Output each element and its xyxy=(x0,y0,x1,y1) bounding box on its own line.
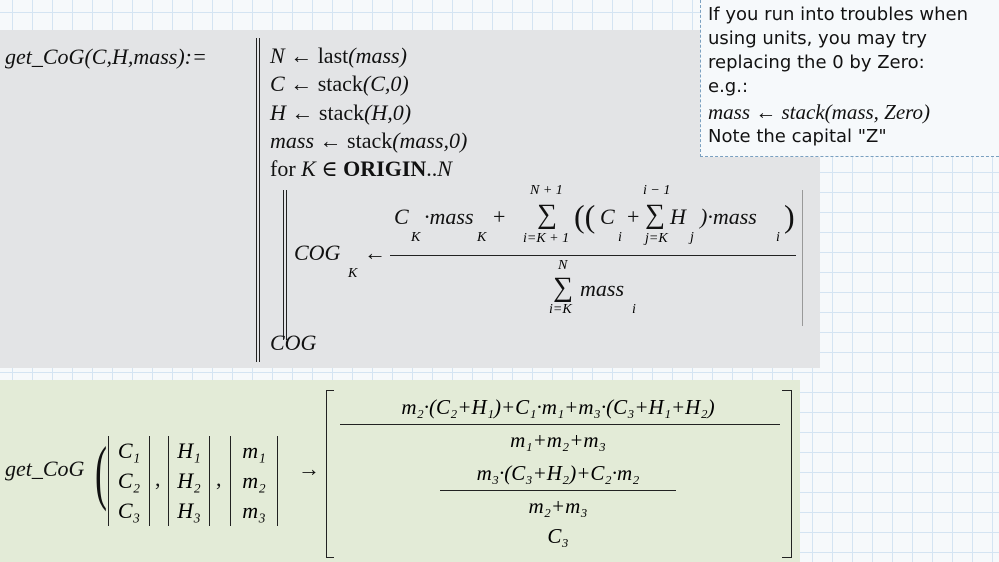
matrix-cell: H₃ xyxy=(177,498,201,523)
open-paren: ( xyxy=(95,432,107,512)
result-2-line xyxy=(440,490,676,491)
note-line: using units, you may try xyxy=(708,28,927,49)
result-2-numerator: m₃·(C₃+H₂)+C₂·m₂ xyxy=(476,461,640,485)
assign-arrow: ← xyxy=(364,240,386,265)
function-definition-lhs: get_CoG(C,H,mass):= xyxy=(5,44,207,69)
num-plus: + xyxy=(493,204,506,229)
result-2-denominator: m₂+m₃ xyxy=(528,494,588,518)
loop-bar xyxy=(283,190,287,340)
inner-sum-lower: j=K xyxy=(645,231,668,246)
note-line: e.g.: xyxy=(708,76,749,97)
result-1-numerator: m₂·(C₂+H₁)+C₁·m₁+m₃·(C₃+H₁+H₂) xyxy=(401,395,715,419)
fraction-line xyxy=(390,255,796,256)
inner-sum-icon: ∑ xyxy=(645,199,665,230)
outer-paren: ) xyxy=(784,198,795,234)
sum-lower: i=K + 1 xyxy=(523,231,570,246)
inner-sum-upper: i − 1 xyxy=(643,183,671,198)
eval-function-name: get_CoG xyxy=(5,456,85,481)
inner-paren: (( xyxy=(574,198,596,234)
note-line: Note the capital "Z" xyxy=(708,126,887,147)
evaluation-region[interactable]: get_CoG ( C₁ C₂ C₃ , H₁ H₂ H₃ , m₁ m₂ m₃ → m₂·… xyxy=(0,380,800,562)
inner-c-sub: i xyxy=(618,230,622,245)
den-sum-lower: i=K xyxy=(549,302,572,317)
note-line: replacing the 0 by Zero: xyxy=(708,52,925,73)
note-textbox[interactable]: If you run into troubles when using unit… xyxy=(700,0,999,157)
den-mass: mass xyxy=(580,276,625,301)
sum-upper: N + 1 xyxy=(530,183,563,198)
note-example: mass ← stack(mass, Zero) xyxy=(708,100,931,124)
inner-mass-sub: i xyxy=(776,230,780,245)
sum-icon: ∑ xyxy=(537,199,557,230)
program-bar xyxy=(256,38,260,362)
matrix-h: H₁ H₂ H₃ xyxy=(168,436,210,526)
matrix-c: C₁ C₂ C₃ xyxy=(108,436,150,526)
result-1-denominator: m₁+m₂+m₃ xyxy=(510,428,606,452)
cog-subscript: K xyxy=(348,266,358,281)
den-sum-icon: ∑ xyxy=(553,272,573,303)
region-edge xyxy=(802,190,803,326)
result-vector xyxy=(326,390,792,558)
result-3-value: C₃ xyxy=(547,524,569,548)
definition-region[interactable]: get_CoG(C,H,mass):= N ← last(mass) C ← s… xyxy=(0,30,820,368)
inner-plus: + xyxy=(627,204,640,229)
matrix-cell: m₁ xyxy=(242,438,266,463)
program-line-3: H ← stack(H,0) xyxy=(270,100,412,125)
cog-target: COG xyxy=(294,240,341,265)
matrix-m: m₁ m₂ m₃ xyxy=(230,436,278,526)
result-1-line xyxy=(340,424,780,425)
return-cog: COG xyxy=(270,330,317,355)
matrix-cell: m₂ xyxy=(242,468,266,493)
matrix-cell: C₃ xyxy=(117,498,141,523)
matrix-cell: m₃ xyxy=(242,498,266,523)
matrix-cell: C₁ xyxy=(117,438,141,463)
matrix-cell: H₂ xyxy=(177,468,201,493)
inner-h-sub: j xyxy=(690,230,694,245)
num-c-sub: K xyxy=(411,230,421,245)
inner-mass: )·mass xyxy=(700,204,757,229)
note-line: If you run into troubles when xyxy=(708,4,968,25)
for-loop-header: for K ∈ ORIGIN..N xyxy=(270,156,452,181)
num-c: C xyxy=(394,204,409,229)
program-line-1: N ← last(mass) xyxy=(270,43,407,68)
den-mass-sub: i xyxy=(632,302,636,317)
inner-c: C xyxy=(600,204,615,229)
den-sum-upper: N xyxy=(558,258,568,273)
symbolic-arrow: → xyxy=(298,456,320,481)
num-mass: ·mass xyxy=(424,204,474,229)
comma: , xyxy=(216,466,222,491)
comma: , xyxy=(155,466,161,491)
matrix-cell: H₁ xyxy=(177,438,201,463)
program-line-4: mass ← stack(mass,0) xyxy=(270,128,468,153)
matrix-cell: C₂ xyxy=(117,468,141,493)
num-mass-sub: K xyxy=(477,230,487,245)
program-line-2: C ← stack(C,0) xyxy=(270,71,409,96)
inner-h: H xyxy=(670,204,686,229)
